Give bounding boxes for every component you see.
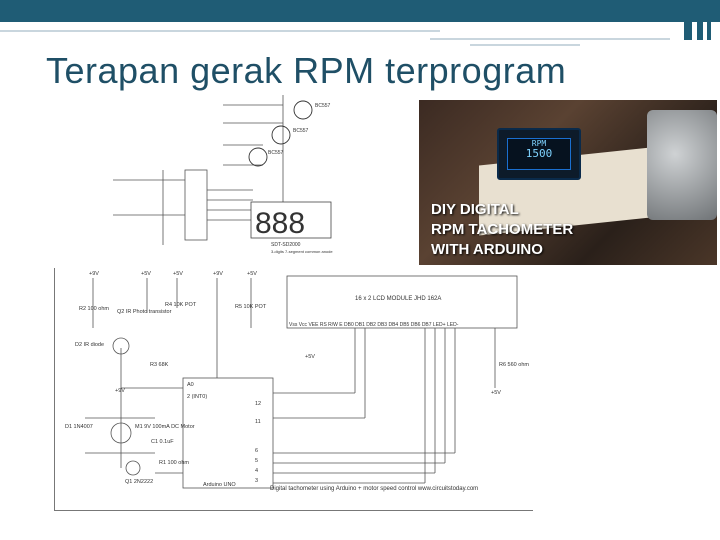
label-c1: C1 0.1uF xyxy=(151,439,174,445)
lcd-pin-labels: Vss Vcc VEE RS R/W E DB0 DB1 DB2 DB3 DB4… xyxy=(289,322,459,328)
oled-value: 1500 xyxy=(525,147,553,160)
label-vcc: +5V xyxy=(247,271,257,277)
label-r5: R5 10K POT xyxy=(235,304,267,310)
header-band xyxy=(0,0,720,40)
pin-int0: 2 (INT0) xyxy=(187,394,207,400)
label-vcc: +9V xyxy=(213,271,223,277)
oled-label: RPM xyxy=(531,139,547,148)
label-d1: D1 1N4007 xyxy=(65,424,93,430)
pin-5: 5 xyxy=(255,458,258,464)
header-band-fill xyxy=(0,0,720,22)
label-q1: Q1 2N2222 xyxy=(125,479,153,485)
label-vcc: +9V xyxy=(115,388,125,394)
arduino-box xyxy=(182,377,274,489)
pin-3: 3 xyxy=(255,478,258,484)
photo-caption-line: RPM TACHOMETER xyxy=(431,221,574,238)
label-q2: Q2 IR Photo transistor xyxy=(117,309,172,315)
oled-screen: RPM 1500 xyxy=(507,138,571,170)
schematic-caption: Digital tachometer using Arduino + motor… xyxy=(270,486,478,492)
label-vcc: +5V xyxy=(305,354,315,360)
schematic-tachometer: 16 x 2 LCD MODULE JHD 162A Vss Vcc VEE R… xyxy=(54,268,533,511)
label-r4: R4 10K POT xyxy=(165,302,197,308)
label-bc557-b: BC557 xyxy=(293,128,309,134)
accent-line xyxy=(470,44,580,46)
label-m1: M1 9V 100mA DC Motor xyxy=(135,424,195,430)
accent-line xyxy=(0,30,440,32)
header-stripe xyxy=(697,0,703,40)
header-stripe xyxy=(707,0,711,40)
label-r2: R2 100 ohm xyxy=(79,306,109,312)
photo-caption-line: DIY DIGITAL xyxy=(431,201,519,218)
seven-segment-digits: 888 xyxy=(255,207,305,240)
header-stripe xyxy=(684,0,692,40)
pin-11: 11 xyxy=(255,419,261,425)
lcd-module-box xyxy=(286,275,518,329)
schematic-display-driver: BC557 BC557 BC557 SDT-SD2000 3-digits 7-… xyxy=(103,95,343,265)
motor xyxy=(647,110,717,220)
label-vcc: +5V xyxy=(173,271,183,277)
lcd-module-label: 16 x 2 LCD MODULE JHD 162A xyxy=(355,296,441,302)
label-vcc: +5V xyxy=(491,390,501,396)
slide-title: Terapan gerak RPM terprogram xyxy=(46,50,567,91)
label-display-part: SDT-SD2000 xyxy=(271,242,301,248)
photo-caption: DIY DIGITAL RPM TACHOMETER WITH ARDUINO xyxy=(431,200,573,260)
pin-6: 6 xyxy=(255,448,258,454)
label-r1: R1 100 ohm xyxy=(159,460,189,466)
tachometer-photo: RPM 1500 DIY DIGITAL RPM TACHOMETER WITH… xyxy=(419,100,717,265)
label-d2: D2 IR diode xyxy=(75,342,104,348)
pin-4: 4 xyxy=(255,468,258,474)
pin-a0: A0 xyxy=(187,382,194,388)
label-display-desc: 3-digits 7-segment common anode xyxy=(271,249,333,254)
seven-segment-display xyxy=(250,201,332,239)
accent-line xyxy=(430,38,670,40)
label-vcc: +9V xyxy=(89,271,99,277)
pin-12: 12 xyxy=(255,401,261,407)
label-bc557-c: BC557 xyxy=(268,150,284,156)
label-r3: R3 68K xyxy=(150,362,169,368)
photo-caption-line: WITH ARDUINO xyxy=(431,241,543,258)
oled-display: RPM 1500 xyxy=(497,128,581,180)
arduino-label: Arduino UNO xyxy=(203,482,236,488)
label-r6: R6 560 ohm xyxy=(499,362,529,368)
label-bc557-a: BC557 xyxy=(315,103,331,109)
label-vcc: +5V xyxy=(141,271,151,277)
